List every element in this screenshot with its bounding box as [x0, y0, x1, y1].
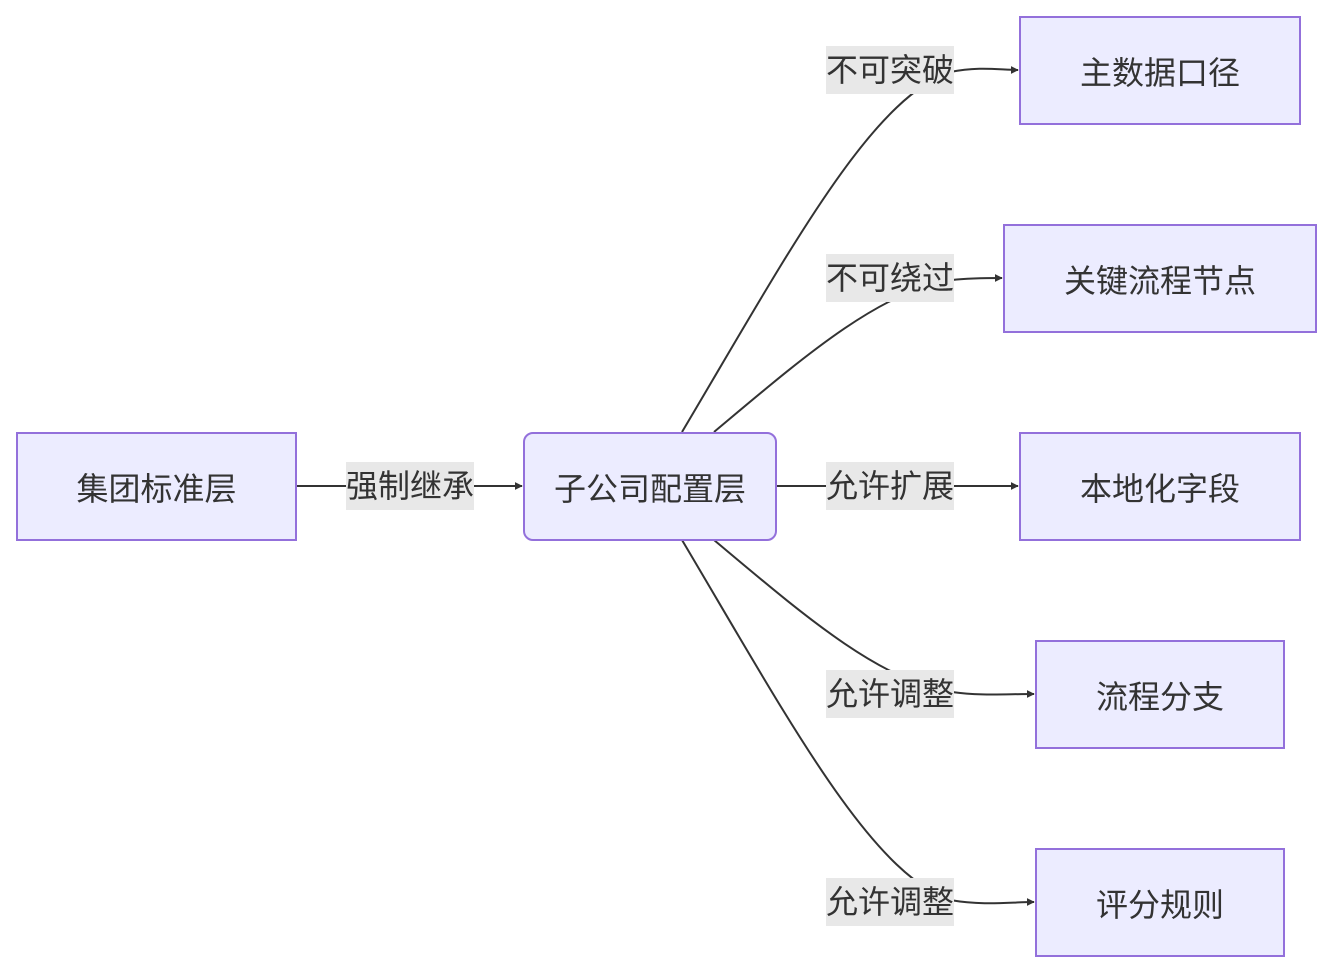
edge-label-no-bypass: 不可绕过 [826, 254, 954, 302]
node-master-data: 主数据口径 [1019, 16, 1301, 125]
node-process-branch: 流程分支 [1035, 640, 1285, 749]
node-key-process-label: 关键流程节点 [1063, 261, 1256, 300]
node-key-process: 关键流程节点 [1003, 224, 1317, 333]
node-scoring-rules-label: 评分规则 [1095, 885, 1224, 924]
node-master-data-label: 主数据口径 [1079, 53, 1240, 92]
edge-label-allow-adjust-scoring: 允许调整 [826, 878, 954, 926]
edge-label-no-break: 不可突破 [826, 46, 954, 94]
node-group-standard-label: 集团标准层 [76, 469, 237, 508]
node-local-fields: 本地化字段 [1019, 432, 1301, 541]
node-scoring-rules: 评分规则 [1035, 848, 1285, 957]
node-local-fields-label: 本地化字段 [1079, 469, 1240, 508]
node-group-standard: 集团标准层 [16, 432, 297, 541]
node-subsidiary-config-label: 子公司配置层 [553, 469, 746, 508]
edge-subsidiary-to-scoring-rules [681, 539, 1035, 907]
edge-subsidiary-to-master-data [681, 65, 1019, 433]
edge-label-allow-adjust-branch: 允许调整 [826, 670, 954, 718]
node-process-branch-label: 流程分支 [1095, 677, 1224, 716]
node-subsidiary-config: 子公司配置层 [523, 432, 777, 541]
edge-label-allow-extend: 允许扩展 [826, 462, 954, 510]
edge-label-inherit: 强制继承 [346, 462, 474, 510]
